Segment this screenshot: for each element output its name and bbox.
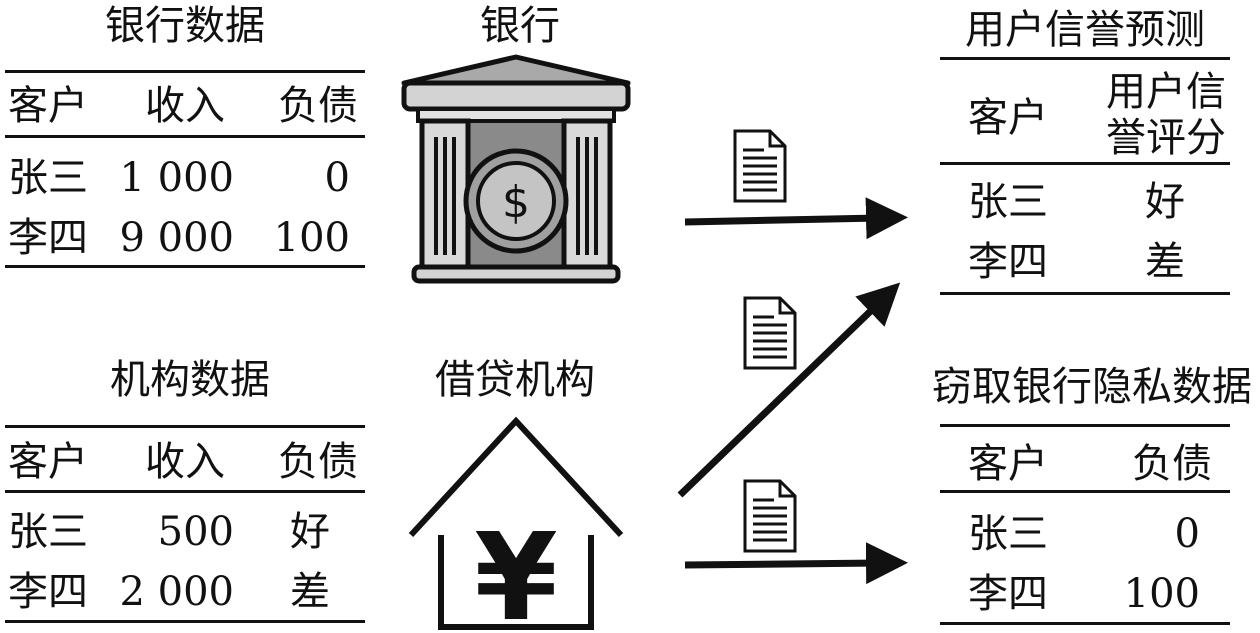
column-header: 负债 [1132, 441, 1212, 487]
table-cell: 0 [324, 155, 350, 201]
table-mid-rule [940, 162, 1230, 165]
table-cell: 张三 [8, 155, 88, 201]
house-yen-icon: ¥ [408, 416, 624, 633]
table-bottom-rule [5, 620, 365, 623]
column-header: 收入 [145, 439, 225, 485]
table-cell: 2 000 [119, 569, 234, 615]
table-cell: 100 [1123, 571, 1200, 617]
credit-table-title: 用户信誉预测 [965, 7, 1205, 53]
table-bottom-rule [940, 622, 1230, 625]
table-cell: 李四 [968, 239, 1048, 285]
table-cell: 张三 [8, 509, 88, 555]
table-cell: 0 [1174, 511, 1200, 557]
table-cell: 100 [273, 215, 350, 261]
dollar-coin-icon: $ [463, 148, 569, 254]
document-icon [743, 479, 797, 553]
arrow-icon [684, 542, 908, 585]
table-cell: 差 [1145, 239, 1185, 285]
column-header: 收入 [145, 83, 225, 129]
svg-text:$: $ [502, 177, 530, 228]
table-cell: 张三 [968, 179, 1048, 225]
bank-label: 银行 [480, 3, 560, 49]
table-top-rule [940, 57, 1230, 60]
org-table-title: 机构数据 [110, 357, 270, 403]
table-cell: 好 [1145, 179, 1185, 225]
arrow-icon [677, 282, 901, 498]
document-icon [743, 296, 797, 370]
column-header: 客户 [8, 439, 88, 485]
table-bottom-rule [940, 292, 1230, 295]
column-header: 客户 [968, 95, 1048, 141]
document-icon [733, 129, 787, 203]
table-top-rule [5, 425, 365, 428]
table-cell: 1 000 [119, 155, 234, 201]
table-cell: 李四 [8, 215, 88, 261]
column-header: 负债 [278, 439, 358, 485]
column-header: 用户信 [1106, 69, 1226, 115]
column-header: 誉评分 [1106, 115, 1226, 161]
table-cell: 张三 [968, 511, 1048, 557]
lender-label: 借贷机构 [435, 357, 595, 403]
table-cell: 李四 [968, 571, 1048, 617]
arrow-icon [684, 197, 908, 240]
bank-building-icon: $ [401, 54, 631, 284]
table-cell: 好 [290, 509, 330, 555]
svg-text:¥: ¥ [474, 509, 558, 633]
table-mid-rule [5, 490, 365, 493]
table-cell: 9 000 [119, 215, 234, 261]
column-header: 负债 [278, 83, 358, 129]
column-header: 客户 [968, 441, 1048, 487]
leak-table-title: 窃取银行隐私数据 [932, 364, 1252, 410]
table-cell: 差 [290, 569, 330, 615]
table-mid-rule [5, 135, 365, 138]
table-mid-rule [940, 490, 1230, 493]
table-cell: 李四 [8, 569, 88, 615]
column-header: 客户 [8, 83, 88, 129]
table-cell: 500 [157, 509, 234, 555]
table-top-rule [940, 424, 1230, 427]
table-bottom-rule [5, 265, 365, 268]
table-top-rule [5, 70, 365, 73]
bank-table-title: 银行数据 [105, 3, 265, 49]
